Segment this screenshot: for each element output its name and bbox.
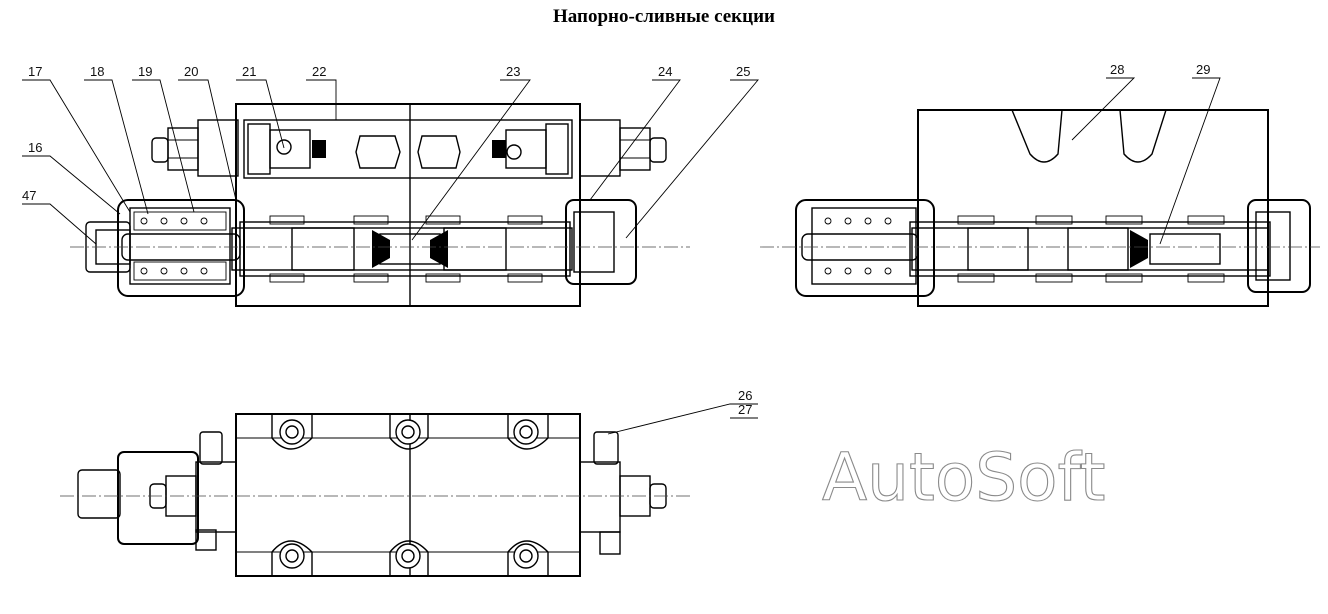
exterior-view (60, 413, 690, 577)
section-view-main (70, 103, 690, 307)
callout-17: 17 (28, 64, 42, 79)
section-view-right (760, 109, 1320, 307)
callout-22: 22 (312, 64, 326, 79)
callout-24: 24 (658, 64, 672, 79)
watermark: AutoSoft (822, 439, 1105, 516)
callout-28: 28 (1110, 62, 1124, 77)
callout-labels: 17 18 19 20 21 22 23 24 25 16 47 28 29 2… (22, 62, 1210, 417)
leader-lines (22, 77, 1221, 435)
callout-19: 19 (138, 64, 152, 79)
callout-18: 18 (90, 64, 104, 79)
callout-47: 47 (22, 188, 36, 203)
callout-27: 27 (738, 402, 752, 417)
callout-25: 25 (736, 64, 750, 79)
callout-20: 20 (184, 64, 198, 79)
callout-21: 21 (242, 64, 256, 79)
callout-26: 26 (738, 388, 752, 403)
callout-29: 29 (1196, 62, 1210, 77)
callout-23: 23 (506, 64, 520, 79)
callout-16: 16 (28, 140, 42, 155)
page-title: Напорно-сливные секции (553, 6, 775, 27)
